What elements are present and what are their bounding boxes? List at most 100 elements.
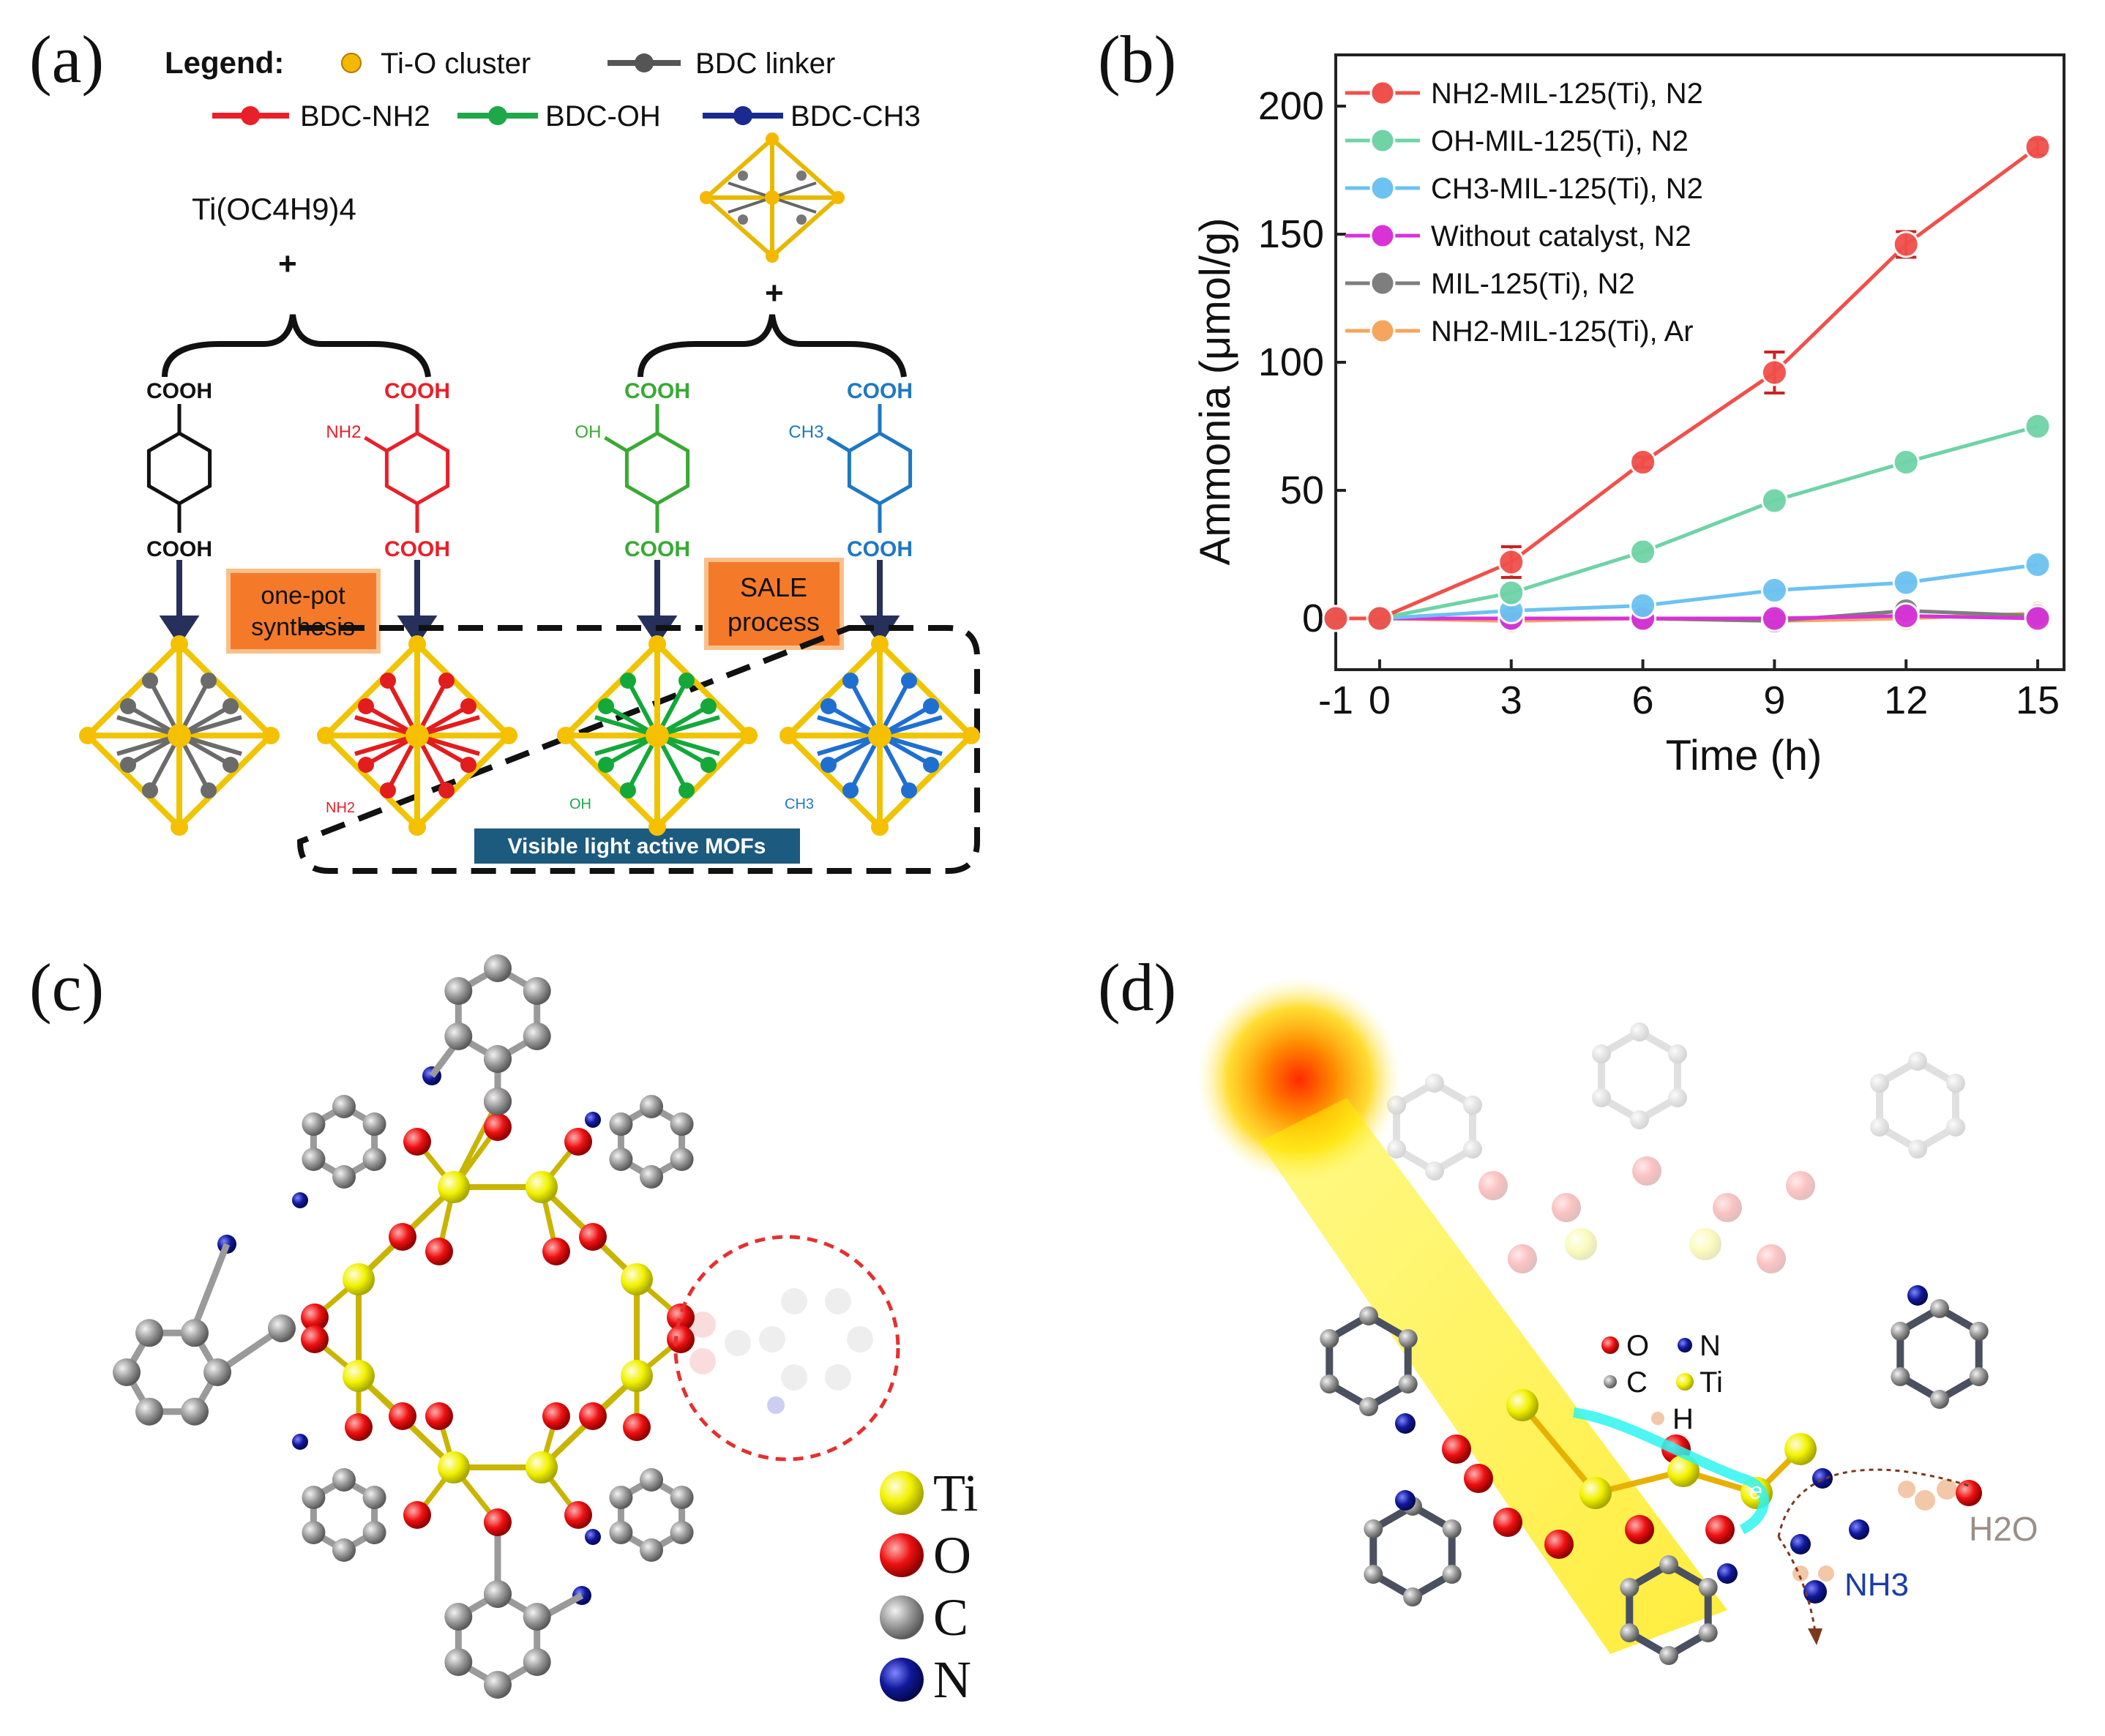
atom-c [609,1521,633,1544]
atom-c [444,1648,473,1676]
atom-c [135,1319,163,1347]
legend-marker [1369,127,1396,154]
legend-bdc-linker: BDC linker [695,48,835,80]
atom-c [362,1148,386,1171]
atom-ti [343,1360,375,1392]
panel-c-label: (c) [29,950,104,1025]
x-tick-label: 15 [2016,678,2060,722]
legend-c-ball [880,1595,924,1639]
ti-o-cluster-icon [341,53,362,73]
arrow-head-icon [1808,1628,1822,1645]
x-tick-label: 9 [1763,678,1785,722]
y-axis-label: Ammonia (μmol/g) [1192,218,1239,566]
data-point [1629,592,1657,619]
cage-nh2-label: NH2 [326,800,355,816]
sale-line2: process [728,607,820,637]
legend-d-o: O [1626,1330,1649,1362]
linker-top-label: COOH [847,379,913,403]
bdc-linker-dot [635,53,654,72]
mof-cage-1 [317,635,517,836]
atom-c [444,977,473,1005]
atom-n [585,1112,601,1128]
atom-o [301,1303,329,1331]
panel-d-label: (d) [1098,950,1176,1025]
visible-mofs-banner [474,828,800,864]
data-point [1892,602,1920,629]
bdc-ch3-dot [733,106,752,125]
light-beam [1259,1098,1727,1654]
precursor-label: Ti(OC4H9)4 [192,192,356,226]
linker-bottom-label: COOH [146,537,212,561]
atom-c [670,1112,694,1136]
plus-right: + [765,275,784,311]
brace-right [638,314,907,378]
atom-ti [526,1451,558,1484]
atom-c [203,1358,231,1386]
legend-o-ball [880,1533,924,1577]
legend-ti-label: Ti [933,1464,978,1522]
legend-ti-dot [1676,1373,1694,1391]
atom-o [579,1402,607,1430]
atom-c [484,954,512,982]
nh2-mil125-structure [113,954,873,1699]
legend-d-ti: Ti [1700,1366,1723,1399]
one-pot-line1: one-pot [261,582,345,610]
atom-c [362,1112,386,1136]
atom-c [484,1045,512,1073]
data-point [1629,449,1657,476]
atom-c [523,1603,551,1631]
atom-o [301,1325,329,1353]
highlight-circle [673,1235,900,1462]
atom-c [609,1148,633,1171]
atom-ti [526,1171,558,1203]
legend-o-label: O [933,1526,971,1585]
plus-left: + [278,246,297,282]
mof-cage-3 [779,635,980,836]
mof-cages [79,635,980,836]
photocatalysis-structure [1320,1022,1989,1665]
legend-marker [1369,80,1396,106]
legend-label: NH2-MIL-125(Ti), N2 [1431,78,1703,110]
atom-o [542,1238,570,1265]
legend-ti-o-cluster: Ti-O cluster [381,48,531,80]
legend-n-dot [1678,1338,1692,1352]
ghost-linker [689,1288,873,1414]
legend-d-h: H [1672,1403,1694,1435]
data-point [2024,551,2052,578]
data-point [2024,605,2052,632]
atom-c [332,1095,356,1118]
atom-ti [621,1263,653,1295]
data-point [1498,548,1525,576]
legend-label: MIL-125(Ti), N2 [1431,268,1635,300]
atom-o [667,1303,695,1331]
atom-ti [621,1360,653,1392]
atom-n [292,1192,308,1208]
data-point [1892,569,1920,596]
series-0 [1322,133,2052,632]
atom-n [292,1434,308,1450]
data-point [2024,413,2052,440]
one-pot-box [226,569,381,654]
legend-bdc-ch3: BDC-CH3 [790,100,921,132]
legend-marker [1369,318,1396,344]
atom-o [425,1238,453,1265]
linker-substituent-label: NH2 [326,422,361,442]
legend-d-n: N [1700,1330,1721,1362]
x-tick-label: -1 [1318,678,1353,722]
x-tick-label: 3 [1500,678,1522,722]
atom-o [542,1402,570,1430]
sale-box [704,558,844,650]
bdc-nh2-dot [241,106,260,125]
legend-marker [1369,175,1396,201]
y-tick-label: 0 [1302,596,1324,640]
panel-a: (a) Legend: Ti-O cluster BDC linker BDC-… [29,22,980,874]
linker-bottom-label: COOH [847,537,913,561]
atom-c [484,1671,512,1699]
atom-c [609,1112,633,1136]
series-line [1336,145,2039,621]
legend-marker [1369,222,1396,249]
atom-o [579,1223,607,1251]
